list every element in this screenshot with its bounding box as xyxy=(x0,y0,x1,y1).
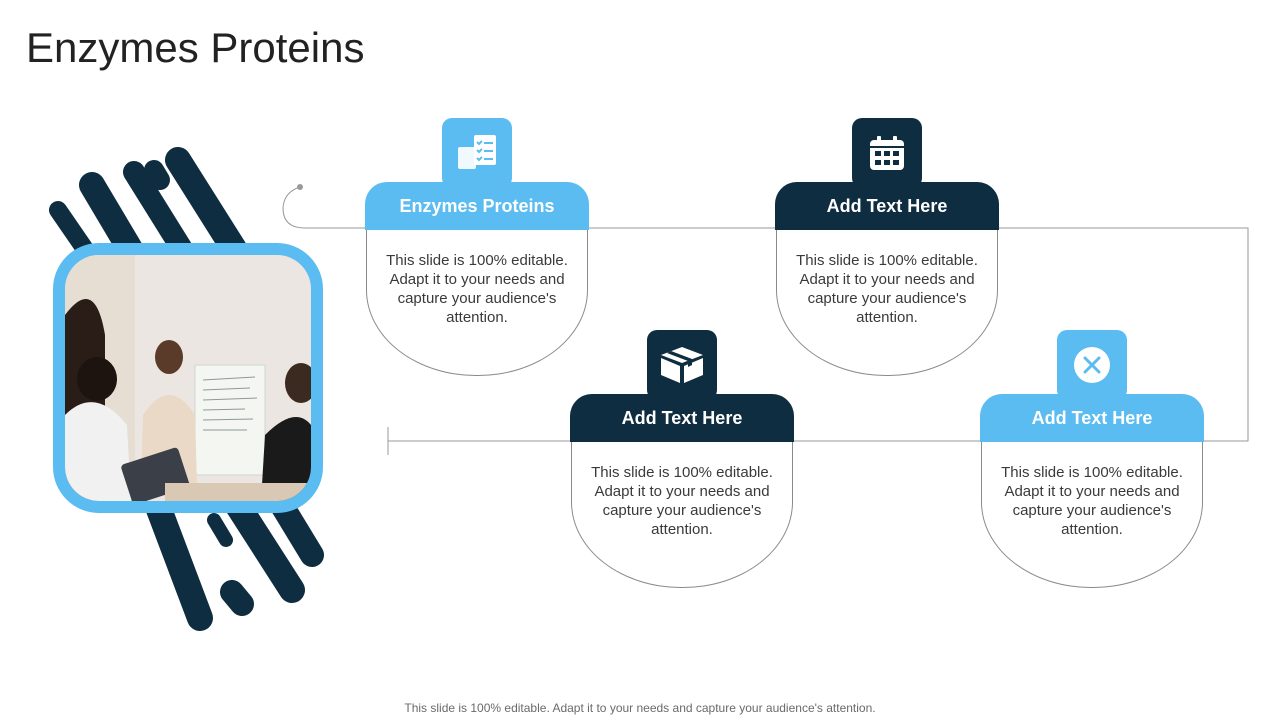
step-card-label: Add Text Here xyxy=(980,394,1204,442)
calendar-icon xyxy=(852,118,922,188)
step-card-text: This slide is 100% editable. Adapt it to… xyxy=(386,252,568,326)
step-card-text: This slide is 100% editable. Adapt it to… xyxy=(796,252,978,326)
close-circle-icon xyxy=(1057,330,1127,400)
page-title: Enzymes Proteins xyxy=(26,24,365,71)
step-card-label: Add Text Here xyxy=(570,394,794,442)
step-card-text: This slide is 100% editable. Adapt it to… xyxy=(1001,464,1183,538)
step-card-circle xyxy=(981,415,1203,588)
step-card-text: This slide is 100% editable. Adapt it to… xyxy=(591,464,773,538)
step-card-circle xyxy=(571,415,793,588)
step-card-circle xyxy=(776,203,998,376)
step-card-label: Add Text Here xyxy=(775,182,999,230)
checklist-documents-icon xyxy=(442,118,512,188)
step-card-circle xyxy=(366,203,588,376)
step-card-label: Enzymes Proteins xyxy=(365,182,589,230)
meeting-photo xyxy=(65,255,311,501)
photo-frame xyxy=(53,243,323,513)
package-box-icon xyxy=(647,330,717,400)
footer-note: This slide is 100% editable. Adapt it to… xyxy=(404,701,876,715)
